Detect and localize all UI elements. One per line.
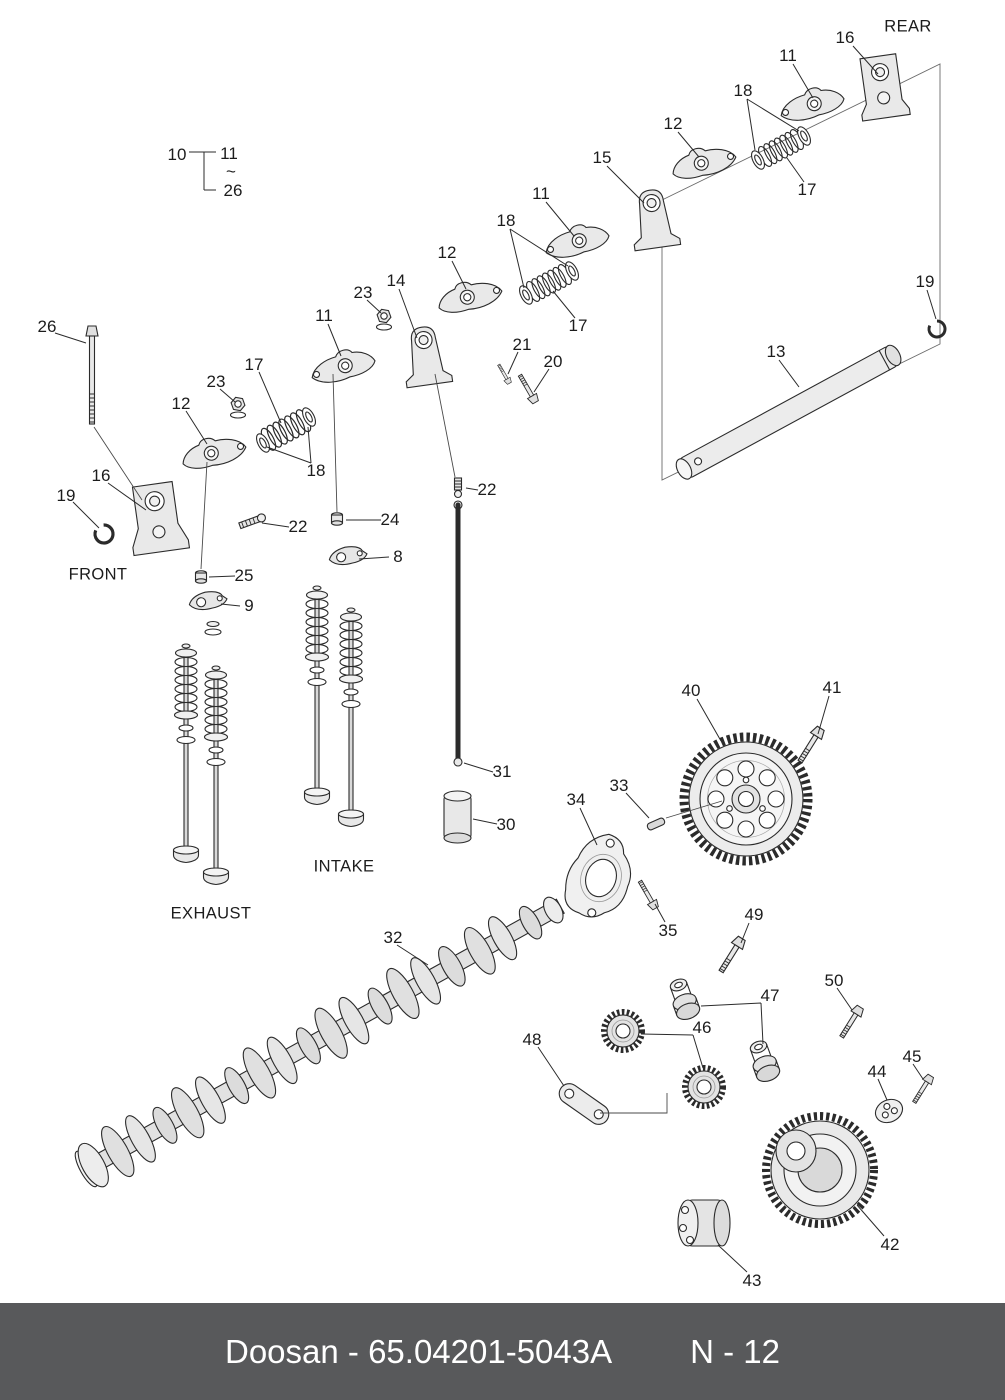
rocker-stand-15 <box>626 186 682 252</box>
bushing-43 <box>677 1199 731 1247</box>
exhaust-valve-right <box>202 665 230 886</box>
footer-part-code: Doosan - 65.04201-5043A <box>225 1332 613 1370</box>
idler-gear-lower <box>685 1068 723 1106</box>
rocker-arm-12-rear <box>667 138 740 185</box>
adjust-screw-22-right <box>453 477 463 499</box>
valve-cap-25 <box>194 570 208 584</box>
rocker-arm-12-front <box>177 428 250 475</box>
legend-first-item: 11 <box>220 144 238 163</box>
idler-roller-upper <box>664 975 703 1023</box>
parts-exploded-diagram <box>54 45 947 1273</box>
valve-bridge-9 <box>188 591 228 611</box>
rocker-shaft <box>675 344 902 480</box>
legend-group-number: 10 <box>167 145 187 164</box>
construction-lines <box>93 373 723 1114</box>
rocker-stand-14 <box>398 323 454 389</box>
snap-ring-rear <box>927 319 947 339</box>
bolt-41 <box>794 724 827 766</box>
bolt-49 <box>715 934 748 976</box>
intake-valve-right <box>337 607 365 828</box>
reference-box <box>661 63 941 481</box>
camshaft <box>74 896 565 1188</box>
intake-valve-left <box>303 585 331 806</box>
drive-gear-42 <box>762 1112 878 1228</box>
screw-21 <box>495 362 513 386</box>
footer-bar: Doosan - 65.04201-5043A N - 12 <box>0 1303 1005 1400</box>
rocker-arm-11-rear <box>775 80 848 126</box>
washer-front-b <box>253 431 273 455</box>
lock-plate-44 <box>874 1098 904 1124</box>
valve-cap-24 <box>330 512 344 526</box>
idler-gear-upper <box>604 1012 642 1050</box>
valve-bridge-8 <box>328 546 368 566</box>
legend-tilde: ~ <box>226 162 236 181</box>
rocker-stand-front <box>131 480 191 557</box>
leader-lines <box>54 45 937 1273</box>
nut-23-front <box>229 396 247 412</box>
push-rod <box>453 500 463 767</box>
thrust-plate <box>564 833 632 918</box>
idler-bracket <box>558 1083 610 1125</box>
mount-bolt-26 <box>85 325 99 425</box>
snap-ring-front <box>93 523 115 545</box>
rocker-arm-11-front <box>306 342 379 388</box>
camshaft-gear <box>679 732 813 866</box>
adjust-screw-22-front <box>238 513 267 530</box>
dowel-pin-33 <box>646 817 666 831</box>
idler-roller-lower <box>744 1037 783 1085</box>
legend-last-item: 26 <box>223 181 243 200</box>
rocker-arm-12-mid <box>433 272 506 319</box>
bolt-50 <box>836 1003 866 1041</box>
legend-bracket <box>189 151 216 191</box>
rocker-stand-rear <box>859 53 911 122</box>
washer-front-a <box>299 405 319 429</box>
tappet <box>443 790 472 844</box>
exhaust-valve-left <box>172 643 200 864</box>
footer-page-number: N - 12 <box>690 1332 780 1370</box>
